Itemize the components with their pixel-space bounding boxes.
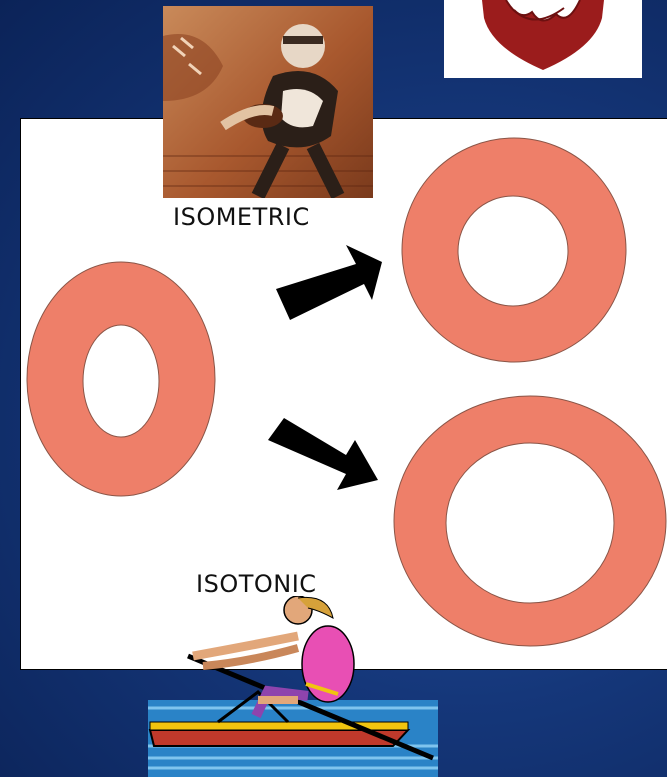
original-ring (27, 262, 215, 496)
rower-clipart (148, 596, 438, 777)
isometric-label: ISOMETRIC (173, 203, 310, 231)
isometric-ring (402, 138, 626, 362)
lower-arrow (268, 418, 378, 490)
upper-arrow (276, 245, 382, 320)
football-player-icon (163, 6, 373, 198)
isotonic-label: ISOTONIC (196, 570, 317, 598)
football-player-photo (163, 6, 373, 198)
rower-icon (148, 596, 438, 777)
